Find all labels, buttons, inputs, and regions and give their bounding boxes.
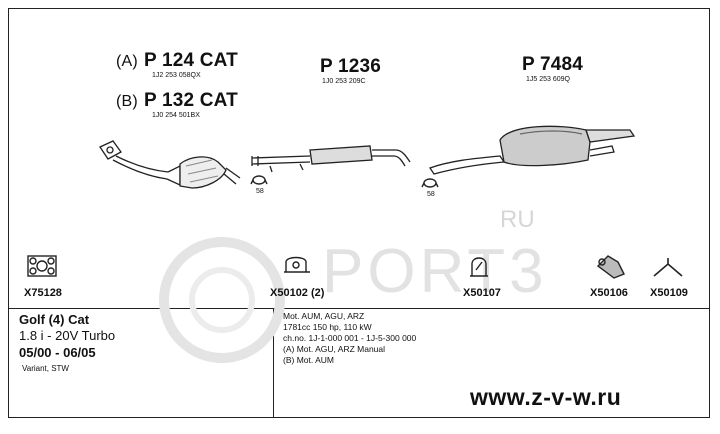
accessory-code-x50107: X50107 <box>463 287 501 299</box>
vehicle-model: Golf (4) Cat <box>19 312 90 327</box>
variant-b: (B) <box>116 93 138 110</box>
oem-number-b: 1J0 254 501BX <box>152 112 200 119</box>
rubber-mount-icon <box>284 256 310 273</box>
accessory-code-x50102: X50102 (2) <box>270 287 325 299</box>
vehicle-years: 05/00 - 06/05 <box>19 345 96 360</box>
part-code-b-number: P 132 CAT <box>143 90 238 111</box>
divider-horizontal <box>8 308 710 309</box>
footer-url[interactable]: www.z-v-w.ru <box>470 384 622 410</box>
watermark-ring-icon <box>159 237 285 363</box>
catalytic-converter-icon <box>99 140 241 189</box>
middle-silencer-icon <box>251 145 411 173</box>
part-code-b: (B) P 132 CAT <box>116 90 238 112</box>
part-code-rear: P 7484 <box>522 54 584 75</box>
detail-line: (B) Mot. AUM <box>283 355 335 365</box>
clamp-icon <box>421 178 439 188</box>
divider-vertical <box>273 308 274 418</box>
diagram-frame <box>8 8 710 418</box>
detail-line: (A) Mot. AGU, ARZ Manual <box>283 344 386 354</box>
detail-line: Mot. AUM, AGU, ARZ <box>283 311 365 321</box>
oem-number-rear: 1J5 253 609Q <box>526 76 570 83</box>
vehicle-engine: 1.8 i - 20V Turbo <box>19 328 116 343</box>
clamp-label-1: 58 <box>256 188 264 195</box>
rubber-ring-icon <box>470 257 488 277</box>
oem-number-a: 1J2 253 058QX <box>152 72 201 79</box>
part-code-a-number: P 124 CAT <box>143 50 238 71</box>
accessory-code-x75128: X75128 <box>24 287 62 299</box>
oem-number-middle: 1J0 253 209C <box>322 78 366 85</box>
part-code-middle: P 1236 <box>320 56 382 77</box>
gasket-icon <box>27 255 57 277</box>
clamp-label-2: 58 <box>427 191 435 198</box>
detail-line: ch.no. 1J-1-000 001 - 1J-5-300 000 <box>283 333 417 343</box>
clamp-icon <box>250 175 268 185</box>
rear-silencer-icon <box>428 125 636 175</box>
part-code-a: (A) P 124 CAT <box>116 50 238 72</box>
vehicle-body: Variant, STW <box>22 364 69 373</box>
hanger-icon <box>653 258 683 277</box>
variant-a: (A) <box>116 53 138 70</box>
watermark-ru: RU <box>500 206 535 233</box>
accessory-code-x50106: X50106 <box>590 287 628 299</box>
details-list: Mot. AUM, AGU, ARZ 1781cc 150 hp, 110 kW… <box>283 311 416 366</box>
accessory-code-x50109: X50109 <box>650 287 688 299</box>
watermark-brand: PORT3 <box>322 237 548 306</box>
detail-line: 1781cc 150 hp, 110 kW <box>283 322 372 332</box>
bracket-mount-icon <box>596 255 625 279</box>
